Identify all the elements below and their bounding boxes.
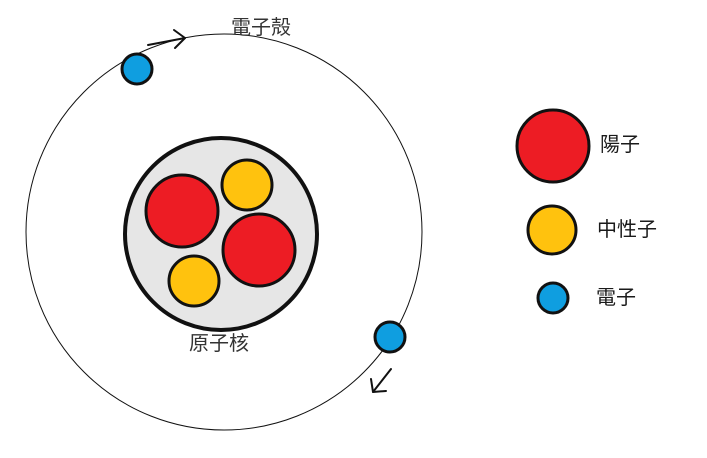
legend-neutron-label: 中性子	[597, 217, 657, 241]
motion-arrow-icon	[370, 368, 392, 393]
legend-neutron-icon	[526, 204, 578, 256]
electron-particle	[373, 320, 407, 354]
shell-label: 電子殻	[231, 15, 291, 39]
electron-particle	[120, 52, 154, 86]
motion-arrow-icon	[147, 29, 186, 49]
neutron-particle	[167, 254, 221, 308]
neutron-particle	[220, 158, 274, 212]
proton-particle	[144, 173, 220, 249]
legend-proton-icon	[515, 108, 591, 184]
legend-electron-label: 電子	[596, 285, 636, 309]
legend-proton-label: 陽子	[600, 132, 640, 156]
proton-particle	[221, 212, 297, 288]
legend-electron-icon	[536, 281, 570, 315]
electron-shell-orbit	[25, 33, 423, 431]
nucleus-label: 原子核	[189, 331, 249, 355]
